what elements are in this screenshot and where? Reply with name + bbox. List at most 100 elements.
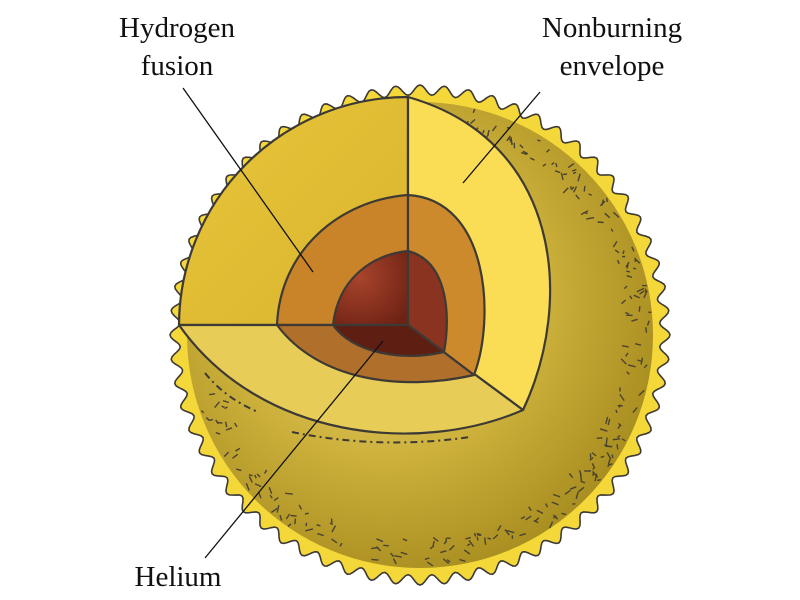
granulation-mark (571, 186, 575, 191)
granulation-mark (625, 261, 630, 268)
granulation-mark (224, 406, 228, 410)
granulation-mark (304, 512, 309, 515)
granulation-mark (482, 129, 485, 134)
granulation-mark (607, 463, 611, 467)
granulation-mark (632, 407, 638, 413)
granulation-mark (552, 514, 559, 520)
granulation-mark (614, 249, 620, 254)
granulation-mark (459, 558, 466, 562)
granulation-mark (232, 453, 239, 459)
granulation-mark (575, 492, 579, 500)
granulation-mark (570, 186, 572, 190)
granulation-mark (330, 518, 333, 524)
granulation-mark (586, 216, 595, 220)
granulation-mark (298, 504, 303, 510)
granulation-mark (631, 318, 638, 322)
granulation-mark (371, 546, 379, 550)
granulation-mark (200, 410, 205, 414)
granulation-mark (446, 559, 451, 563)
granulation-mark (604, 212, 611, 219)
granulation-mark (568, 473, 574, 479)
granulation-mark (612, 438, 621, 441)
granulation-mark (621, 299, 627, 305)
granulation-mark (254, 483, 262, 488)
granulation-mark (597, 478, 601, 482)
granulation-mark (235, 447, 241, 452)
granulation-mark (594, 473, 598, 482)
granulation-mark (245, 482, 250, 491)
label-envelope-line2: envelope (560, 50, 665, 82)
granulation-mark (215, 432, 221, 435)
granulation-mark (646, 320, 650, 326)
granulation-mark (424, 557, 430, 560)
granulation-mark (443, 540, 447, 545)
granulation-mark (591, 463, 595, 467)
surface-granulation-marks (200, 108, 652, 567)
granulation-mark (616, 259, 620, 265)
granulation-mark (643, 364, 648, 369)
granulation-mark (465, 536, 471, 540)
granulation-mark (331, 525, 337, 533)
granulation-mark (248, 475, 253, 483)
granulation-mark (371, 558, 379, 561)
granulation-mark (528, 506, 532, 512)
granulation-mark (606, 452, 612, 460)
granulation-mark (221, 405, 225, 409)
granulation-mark (640, 357, 644, 365)
granulation-mark (551, 501, 559, 506)
granulation-mark (248, 474, 253, 477)
granulation-mark (605, 437, 608, 446)
granulation-mark (623, 285, 628, 290)
granulation-mark (440, 550, 447, 554)
granulation-mark (442, 558, 450, 565)
granulation-mark (643, 290, 648, 299)
granulation-mark (383, 544, 389, 547)
granulation-mark (552, 493, 561, 498)
granulation-mark (572, 186, 578, 193)
granulation-mark (429, 545, 435, 550)
granulation-mark (468, 539, 475, 547)
granulation-mark (432, 537, 439, 542)
granulation-mark (268, 487, 273, 495)
granulation-mark (621, 345, 629, 348)
granulation-mark (588, 193, 592, 196)
granulation-mark (536, 509, 544, 515)
granulation-mark (580, 474, 583, 483)
leader-line-helium (204, 340, 384, 559)
granulation-mark (233, 422, 238, 428)
granulation-mark (215, 419, 219, 425)
granulation-mark (607, 458, 611, 465)
granulation-mark (644, 288, 647, 293)
leader-line-hydrogen-fusion (182, 87, 314, 273)
granulation-mark (222, 400, 230, 404)
granulation-mark (580, 210, 589, 216)
granulation-mark (537, 139, 541, 142)
granulation-mark (223, 451, 230, 457)
granulation-mark (555, 162, 558, 168)
granulation-mark (628, 364, 636, 368)
granulation-mark (619, 393, 625, 401)
label-hydrogen-fusion-line2: fusion (141, 50, 214, 82)
contour-line-bottom (291, 431, 471, 444)
granulation-mark (432, 540, 435, 547)
granulation-mark (448, 544, 455, 551)
granulation-mark (622, 250, 625, 255)
granulation-mark (569, 486, 577, 490)
granulation-mark (626, 270, 631, 273)
granulation-mark (618, 422, 622, 427)
granulation-mark (294, 518, 297, 525)
granulation-mark (617, 434, 621, 439)
granulation-mark (634, 258, 641, 264)
granulation-mark (269, 494, 273, 499)
granulation-mark (225, 427, 233, 431)
granulation-mark (599, 200, 606, 207)
granulation-mark (491, 125, 497, 132)
granulation-mark (525, 515, 532, 521)
granulation-mark (305, 528, 314, 532)
label-helium: Helium (135, 561, 222, 593)
granulation-mark (329, 522, 334, 526)
granulation-mark (376, 538, 384, 543)
granulation-mark (519, 144, 524, 149)
granulation-mark (392, 558, 397, 565)
granulation-mark (316, 524, 321, 527)
